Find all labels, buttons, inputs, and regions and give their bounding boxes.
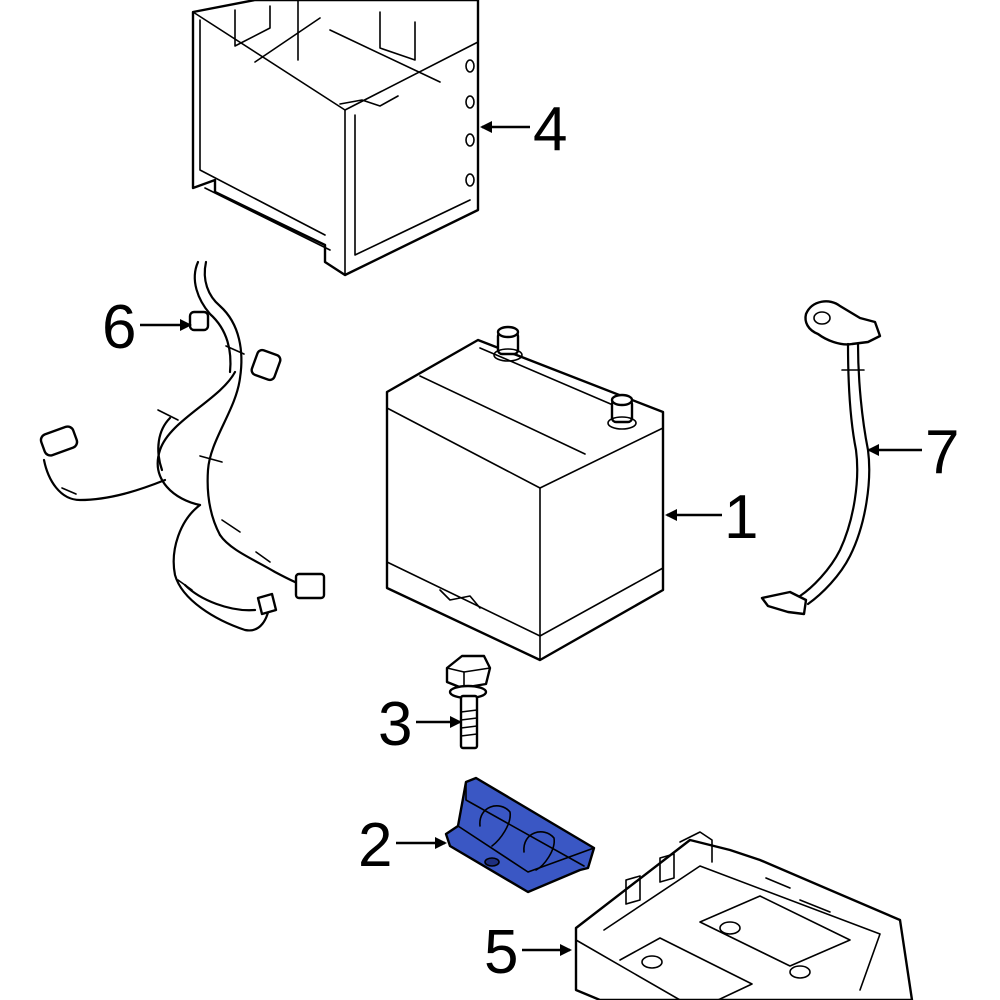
callout-4: 4 (533, 95, 567, 164)
callout-labels: 4 1 6 7 3 2 5 (102, 95, 959, 987)
callout-3: 3 (378, 690, 412, 759)
battery-tray-base (574, 831, 914, 1000)
battery-hold-down-bracket (444, 776, 596, 894)
battery (385, 325, 665, 662)
positive-wire-harness (39, 260, 326, 632)
negative-battery-cable (760, 300, 882, 616)
callout-5: 5 (484, 918, 518, 987)
leader-arrows (140, 121, 922, 956)
battery-tray-box (191, 0, 480, 277)
hold-down-bolt (445, 654, 492, 750)
callout-7: 7 (925, 418, 959, 487)
callout-1: 1 (724, 483, 758, 552)
callout-2: 2 (358, 811, 392, 880)
callout-6: 6 (102, 293, 136, 362)
